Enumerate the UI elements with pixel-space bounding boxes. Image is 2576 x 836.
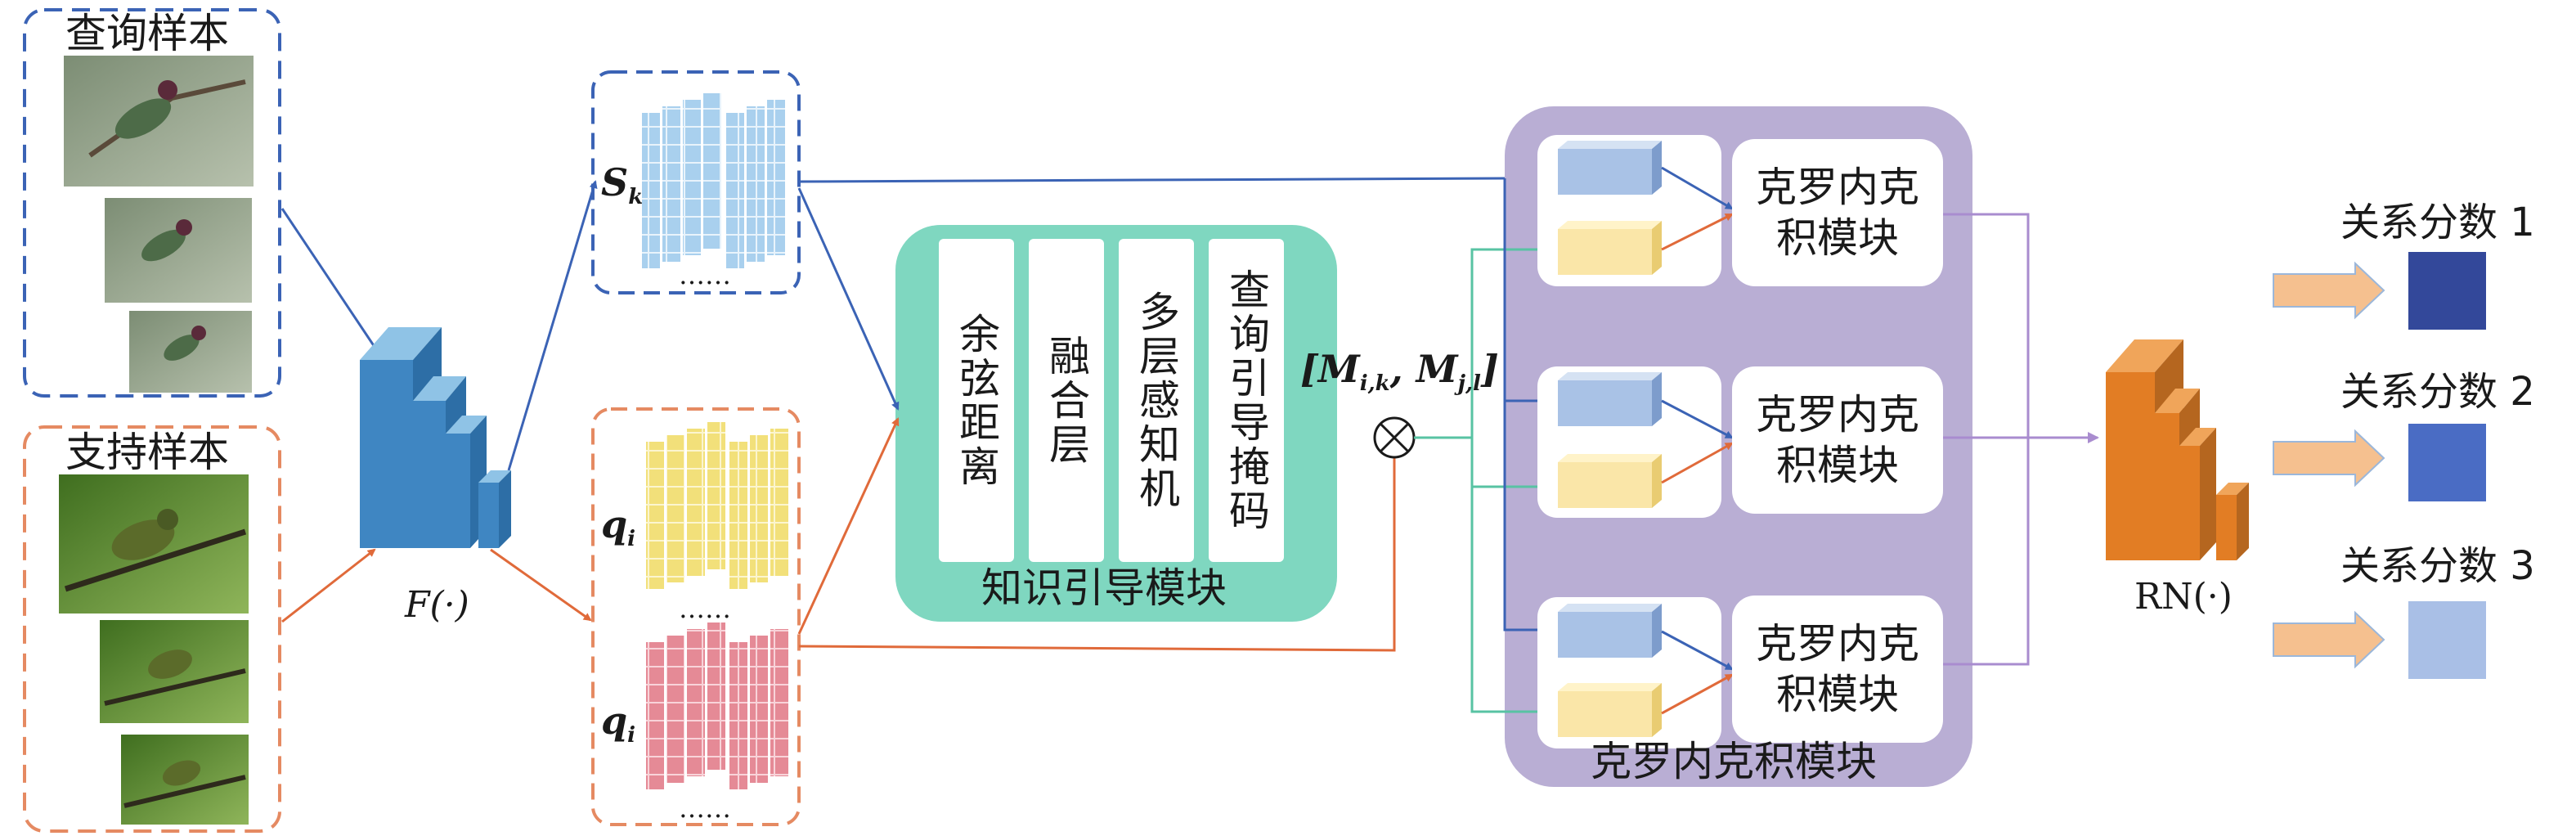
support-feature-frame xyxy=(591,70,801,294)
relation-network-icon xyxy=(2106,339,2249,560)
knowledge-column-4: 查询引导掩码 xyxy=(1209,239,1284,562)
score-3-box xyxy=(2408,601,2486,679)
kron-row-1-tensors xyxy=(1558,141,1662,275)
product-operator-icon xyxy=(1373,416,1416,459)
query-image-2 xyxy=(105,198,252,303)
query-feature-label-1: qi xyxy=(601,502,636,552)
relation-network-label: RN(·) xyxy=(2134,576,2233,618)
query-feature-label-2: qi xyxy=(601,699,636,748)
query-feature-maps-yellow xyxy=(646,422,788,589)
query-feature-maps-red xyxy=(646,623,788,789)
score-arrows xyxy=(2273,261,2385,669)
query-feature-ellipsis-1: …… xyxy=(679,593,731,624)
score-3-label: 关系分数 3 xyxy=(2340,543,2535,589)
support-feature-maps xyxy=(642,93,785,268)
kron-block-3: 克罗内克积模块 xyxy=(1732,596,1943,743)
support-group-title: 支持样本 xyxy=(65,429,229,476)
support-feature-ellipsis: …… xyxy=(679,259,731,290)
kron-block-2: 克罗内克积模块 xyxy=(1732,366,1943,514)
score-1-label: 关系分数 1 xyxy=(2340,200,2535,245)
embedding-network-icon xyxy=(360,327,511,548)
mask-label: [Mi,k, Mj,l] xyxy=(1300,347,1499,397)
knowledge-column-1: 余弦距离 xyxy=(939,239,1014,562)
query-feature-frame xyxy=(591,407,801,826)
kron-module-title: 克罗内克积模块 xyxy=(1591,738,1877,785)
support-group-frame xyxy=(23,425,281,833)
embedding-label: F(·) xyxy=(405,584,469,626)
kron-block-1: 克罗内克积模块 xyxy=(1732,139,1943,286)
query-feature-ellipsis-2: …… xyxy=(679,793,731,824)
knowledge-column-3: 多层感知机 xyxy=(1119,239,1194,562)
score-2-label: 关系分数 2 xyxy=(2340,369,2535,415)
knowledge-column-2: 融合层 xyxy=(1029,239,1104,562)
support-feature-label: Sk xyxy=(601,160,644,210)
query-group-title: 查询样本 xyxy=(65,10,229,57)
score-2-box xyxy=(2408,424,2486,501)
query-group-frame xyxy=(23,8,281,398)
kron-row-2-tensors xyxy=(1558,372,1662,508)
knowledge-module-title: 知识引导模块 xyxy=(981,564,1227,612)
kron-row-3-tensors xyxy=(1558,604,1662,737)
score-1-box xyxy=(2408,252,2486,330)
